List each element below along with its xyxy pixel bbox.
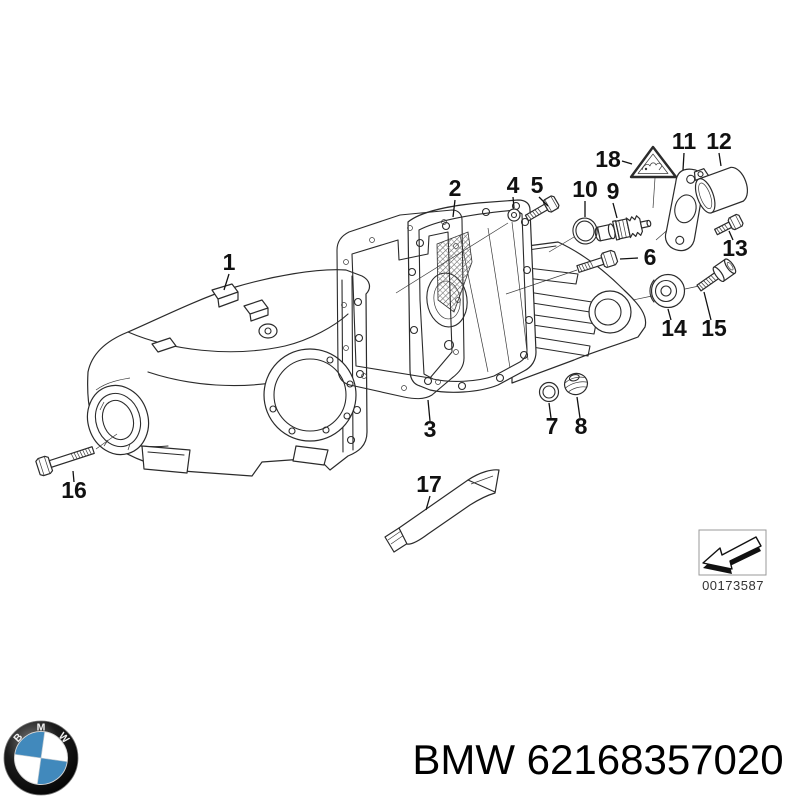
part-8-drain-plug-drawing xyxy=(563,372,589,396)
stamp: 00173587 xyxy=(698,529,767,593)
part-4-washer-drawing xyxy=(507,208,521,222)
assembly-axis-lines xyxy=(95,222,700,450)
part-10-o-ring-drawing xyxy=(572,217,598,245)
part-9-speed-sensor-drawing xyxy=(594,215,652,242)
callout-3-label: 3 xyxy=(424,416,437,442)
callout-7: 7 xyxy=(546,402,559,439)
callout-2-label: 2 xyxy=(449,175,462,201)
callout-7-label: 7 xyxy=(546,413,559,439)
callout-12: 12 xyxy=(706,128,732,167)
callout-1: 1 xyxy=(223,249,236,291)
callout-9-label: 9 xyxy=(607,178,620,204)
callout-3: 3 xyxy=(424,399,437,442)
callout-15: 15 xyxy=(701,291,727,341)
part-2-cover-drawing xyxy=(407,199,537,393)
callout-12-label: 12 xyxy=(706,128,732,154)
callout-17: 17 xyxy=(416,471,442,511)
warning-triangle-icon xyxy=(629,145,678,209)
footer-part-number: BMW 62168357020 xyxy=(412,736,783,783)
roundel-letter-m: M xyxy=(37,722,46,734)
callout-18-label: 18 xyxy=(595,146,621,172)
callout-14-label: 14 xyxy=(661,315,687,341)
callout-1-label: 1 xyxy=(223,249,236,275)
callout-11: 11 xyxy=(672,128,697,171)
callout-8: 8 xyxy=(575,396,588,439)
callout-10-label: 10 xyxy=(572,176,598,202)
callout-6: 6 xyxy=(619,244,657,270)
callout-4-label: 4 xyxy=(507,172,520,198)
corner-arrow-icon xyxy=(702,536,762,574)
roundel-quadrants xyxy=(14,731,68,785)
callouts: 1 2 3 4 5 6 7 8 9 10 11 12 13 14 15 16 1… xyxy=(61,128,748,511)
callout-17-label: 17 xyxy=(416,471,442,497)
sealing-hatch-patch xyxy=(436,231,473,313)
callout-10: 10 xyxy=(572,176,598,217)
part-6-bolt-drawing xyxy=(576,249,619,273)
callout-6-label: 6 xyxy=(644,244,657,270)
callout-9: 9 xyxy=(607,178,620,219)
part-2-bracket-arm-drawing xyxy=(511,241,647,384)
callout-16: 16 xyxy=(61,470,87,503)
part-16-bolt-drawing xyxy=(35,446,95,477)
callout-5-label: 5 xyxy=(531,172,544,198)
callout-14: 14 xyxy=(661,308,687,341)
part-12-cover-cap-drawing xyxy=(693,166,748,214)
part-15-socket-bolt-drawing xyxy=(696,258,737,292)
stamp-number: 00173587 xyxy=(702,578,764,593)
callout-11-label: 11 xyxy=(672,128,697,154)
part-14-bushing-drawing xyxy=(649,273,686,309)
roundel-quadrant-blue-tl xyxy=(14,731,45,758)
roundel-quadrant-blue-br xyxy=(37,758,68,785)
callout-13: 13 xyxy=(722,230,748,261)
part-17-sealant-tube-drawing xyxy=(384,469,500,553)
callout-16-label: 16 xyxy=(61,477,87,503)
callout-18: 18 xyxy=(595,146,633,172)
part-7-seal-ring-drawing xyxy=(538,381,560,403)
callout-8-label: 8 xyxy=(575,413,588,439)
part-5-bolt-drawing xyxy=(524,195,560,222)
callout-15-label: 15 xyxy=(701,315,727,341)
callout-5: 5 xyxy=(531,172,549,207)
part-1-housing-drawing xyxy=(86,269,371,477)
callout-2: 2 xyxy=(449,175,462,218)
callout-4: 4 xyxy=(507,172,520,209)
callout-13-label: 13 xyxy=(722,235,748,261)
part-13-bolt-drawing xyxy=(714,213,744,236)
bmw-roundel-logo: B M W xyxy=(3,720,79,796)
part-3-gasket-drawing xyxy=(336,209,465,400)
